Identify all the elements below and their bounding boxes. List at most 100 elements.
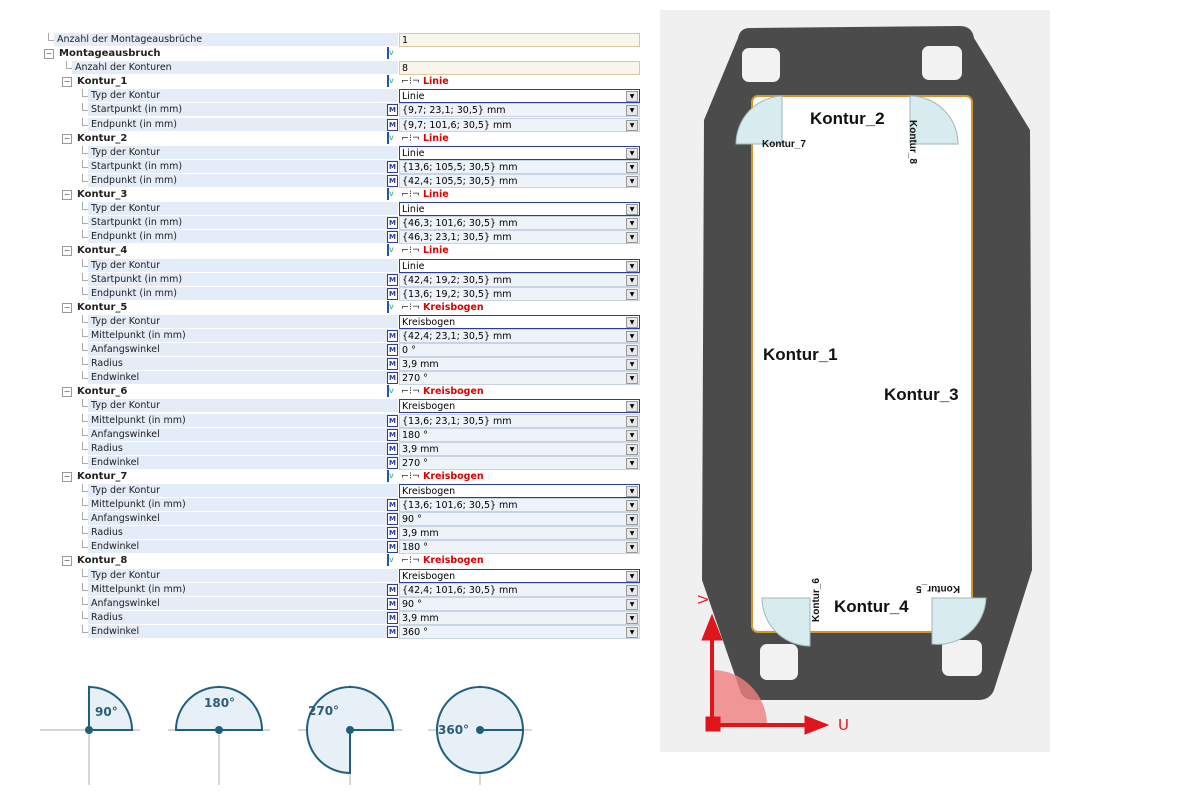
- dropdown-arrow-icon[interactable]: ▼: [626, 415, 638, 427]
- dropdown-arrow-icon[interactable]: ▼: [626, 584, 638, 596]
- formula-icon[interactable]: M: [387, 372, 398, 385]
- variant-icon[interactable]: v: [387, 469, 398, 482]
- formula-icon[interactable]: M: [387, 414, 398, 427]
- formula-icon[interactable]: M: [387, 273, 398, 286]
- property-value[interactable]: {42,4; 19,2; 30,5} mm▼: [399, 272, 640, 287]
- dropdown-arrow-icon[interactable]: ▼: [626, 218, 638, 230]
- tree-property-row[interactable]: Mittelpunkt (in mm)M{13,6; 101,6; 30,5} …: [40, 498, 640, 513]
- formula-icon[interactable]: M: [387, 442, 398, 455]
- dropdown-arrow-icon[interactable]: ▼: [626, 316, 638, 328]
- tree-property-row[interactable]: Startpunkt (in mm)M{42,4; 19,2; 30,5} mm…: [40, 272, 640, 287]
- collapse-toggle[interactable]: −: [62, 302, 72, 313]
- property-value[interactable]: {13,6; 19,2; 30,5} mm▼: [399, 286, 640, 301]
- property-value[interactable]: 0 °▼: [399, 343, 640, 358]
- property-value[interactable]: 90 °▼: [399, 512, 640, 527]
- dropdown-arrow-icon[interactable]: ▼: [626, 147, 638, 159]
- tree-property-row[interactable]: Mittelpunkt (in mm)M{42,4; 101,6; 30,5} …: [40, 582, 640, 597]
- dropdown-arrow-icon[interactable]: ▼: [626, 570, 638, 582]
- dropdown-arrow-icon[interactable]: ▼: [626, 232, 638, 244]
- property-value[interactable]: Linie▼: [399, 202, 640, 217]
- property-value[interactable]: Linie▼: [399, 145, 640, 160]
- property-value[interactable]: Kreisbogen▼: [399, 399, 640, 414]
- dropdown-arrow-icon[interactable]: ▼: [626, 429, 638, 441]
- formula-icon[interactable]: M: [387, 104, 398, 117]
- dropdown-arrow-icon[interactable]: ▼: [626, 274, 638, 286]
- 3d-viewport[interactable]: Kontur_2 Kontur_7 Kontur_8 Kontur_1 Kont…: [660, 10, 1050, 752]
- property-value[interactable]: 3,9 mm▼: [399, 441, 640, 456]
- property-value[interactable]: {46,3; 23,1; 30,5} mm▼: [399, 230, 640, 245]
- dropdown-arrow-icon[interactable]: ▼: [626, 119, 638, 131]
- dropdown-arrow-icon[interactable]: ▼: [626, 204, 638, 216]
- formula-icon[interactable]: M: [387, 174, 398, 187]
- dropdown-arrow-icon[interactable]: ▼: [626, 260, 638, 272]
- collapse-toggle[interactable]: −: [62, 556, 72, 567]
- variant-icon[interactable]: v: [387, 131, 398, 144]
- dropdown-arrow-icon[interactable]: ▼: [626, 330, 638, 342]
- property-value[interactable]: {42,4; 101,6; 30,5} mm▼: [399, 582, 640, 597]
- formula-icon[interactable]: M: [387, 499, 398, 512]
- dropdown-arrow-icon[interactable]: ▼: [626, 626, 638, 638]
- tree-property-row[interactable]: Startpunkt (in mm)M{13,6; 105,5; 30,5} m…: [40, 159, 640, 174]
- dropdown-arrow-icon[interactable]: ▼: [626, 373, 638, 385]
- collapse-toggle[interactable]: −: [62, 190, 72, 201]
- property-value[interactable]: 3,9 mm▼: [399, 610, 640, 625]
- formula-icon[interactable]: M: [387, 456, 398, 469]
- property-value[interactable]: {13,6; 105,5; 30,5} mm▼: [399, 159, 640, 174]
- formula-icon[interactable]: M: [387, 287, 398, 300]
- dropdown-arrow-icon[interactable]: ▼: [626, 542, 638, 554]
- collapse-toggle[interactable]: −: [62, 471, 72, 482]
- property-value[interactable]: 180 °▼: [399, 540, 640, 555]
- property-value[interactable]: 1: [399, 33, 640, 47]
- variant-icon[interactable]: v: [387, 385, 398, 398]
- dropdown-arrow-icon[interactable]: ▼: [626, 528, 638, 540]
- property-value[interactable]: 270 °▼: [399, 371, 640, 386]
- formula-icon[interactable]: M: [387, 329, 398, 342]
- dropdown-arrow-icon[interactable]: ▼: [626, 486, 638, 497]
- property-value[interactable]: 8: [399, 61, 640, 76]
- variant-icon[interactable]: v: [387, 244, 398, 257]
- dropdown-arrow-icon[interactable]: ▼: [626, 612, 638, 624]
- tree-property-row[interactable]: Mittelpunkt (in mm)M{13,6; 23,1; 30,5} m…: [40, 413, 640, 428]
- formula-icon[interactable]: M: [387, 358, 398, 371]
- formula-icon[interactable]: M: [387, 217, 398, 230]
- variant-icon[interactable]: v: [387, 300, 398, 313]
- dropdown-arrow-icon[interactable]: ▼: [626, 288, 638, 300]
- tree-property-row[interactable]: Endpunkt (in mm)M{42,4; 105,5; 30,5} mm▼: [40, 173, 640, 188]
- collapse-toggle[interactable]: −: [44, 49, 54, 60]
- variant-icon[interactable]: v: [387, 75, 398, 88]
- property-value[interactable]: {46,3; 101,6; 30,5} mm▼: [399, 216, 640, 231]
- property-value[interactable]: {13,6; 101,6; 30,5} mm▼: [399, 498, 640, 513]
- formula-icon[interactable]: M: [387, 597, 398, 610]
- tree-property-row[interactable]: Endpunkt (in mm)M{46,3; 23,1; 30,5} mm▼: [40, 230, 640, 245]
- dropdown-arrow-icon[interactable]: ▼: [626, 105, 638, 117]
- dropdown-arrow-icon[interactable]: ▼: [626, 598, 638, 610]
- formula-icon[interactable]: M: [387, 160, 398, 173]
- property-value[interactable]: Kreisbogen▼: [399, 568, 640, 583]
- property-value[interactable]: 90 °▼: [399, 596, 640, 611]
- formula-icon[interactable]: M: [387, 611, 398, 624]
- property-value[interactable]: 360 °▼: [399, 624, 640, 639]
- dropdown-arrow-icon[interactable]: ▼: [626, 457, 638, 469]
- property-value[interactable]: {42,4; 105,5; 30,5} mm▼: [399, 173, 640, 188]
